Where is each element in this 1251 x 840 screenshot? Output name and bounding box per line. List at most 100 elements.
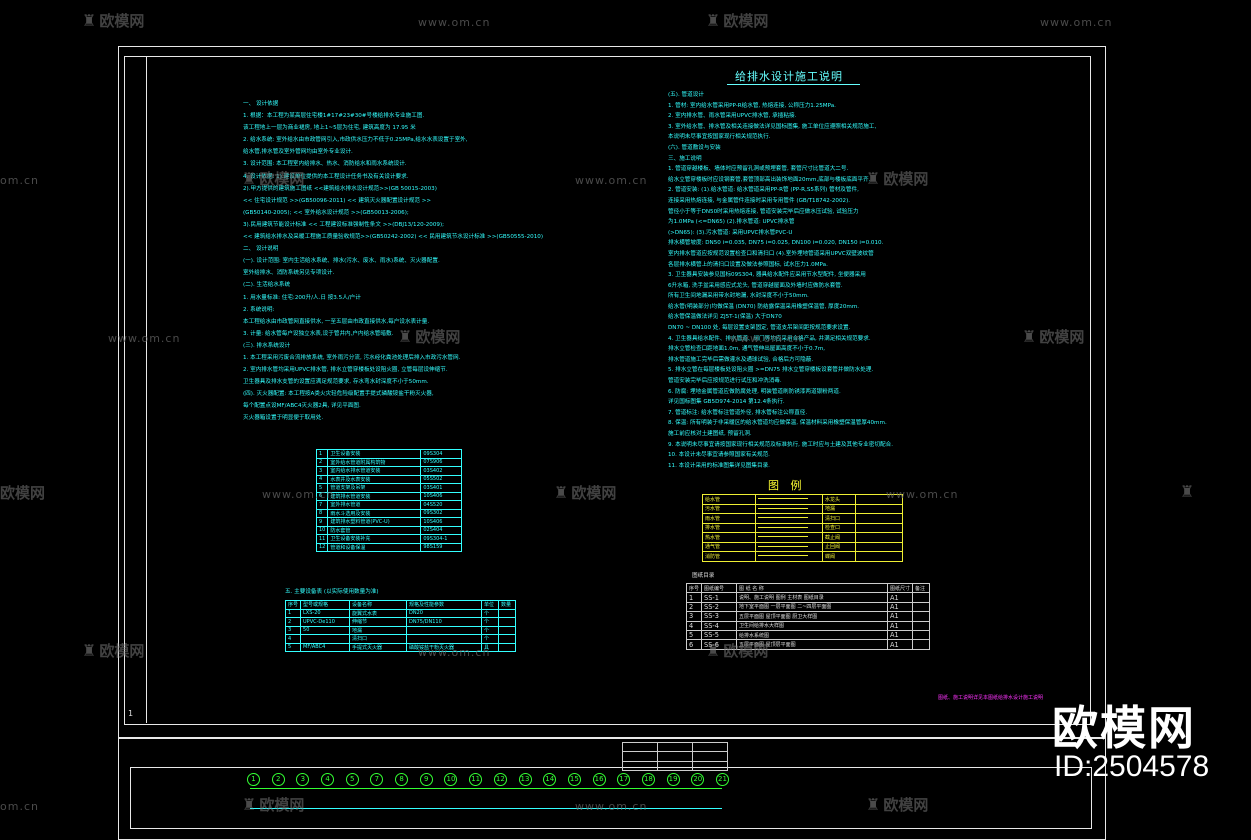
note-line: 4. 设计依据: 1).建设单位提供的本工程设计任务书及有关设计要求. xyxy=(243,173,409,180)
note-line: << 建筑给水排水及采暖工程施工质量验收规范>>(GB50242-2002) <… xyxy=(243,234,543,241)
note-line: 3. 室外给水管、排水管及相关连接做法详见国标图集, 施工单位应遵照相关规范施工… xyxy=(668,123,877,130)
table-cell: 10S406 xyxy=(420,491,463,501)
table-cell: 旋翼式水表 xyxy=(349,608,408,618)
note-line: 本说明未尽事宜按国家现行相关规范执行. xyxy=(668,134,771,141)
watermark-3: ♜欧模网 xyxy=(242,168,304,189)
pink-note: 图纸、施工说明详见本图纸给排水设计施工说明 xyxy=(938,695,1044,701)
watermark-brand: 欧模网 xyxy=(99,12,145,30)
axis-bubble: 3 xyxy=(296,773,310,786)
note-line: << 住宅设计规范 >>(GB50096-2011) << 建筑灭火器配置设计规… xyxy=(243,197,432,204)
note-line: 卫生器具及排水支管的设置应满足规范要求, 存水弯水封深度不小于50mm. xyxy=(243,379,429,386)
watermark-brand: 欧模网 xyxy=(415,328,461,346)
watermark-site-6: www.om.cn xyxy=(730,332,803,345)
table-cell: 截止阀 xyxy=(822,532,856,543)
table-cell: SS-3 xyxy=(701,611,738,622)
table-cell: A1 xyxy=(887,639,914,650)
binding-margin-line xyxy=(146,56,147,723)
table-cell: 建筑排水管道安装 xyxy=(327,491,422,501)
table-cell: 给水管 xyxy=(702,494,756,505)
legend-line-symbol-icon xyxy=(758,498,808,500)
note-line: 8. 保温: 所有明装于非采暖区的给水管道均应做保温, 保温材料采用橡塑保温管厚… xyxy=(668,420,887,427)
table-cell: 蝶阀 xyxy=(822,551,856,562)
watermark-brand: 欧模网 xyxy=(723,642,769,660)
table-cell: 12 xyxy=(315,542,329,552)
table-cell: 室外排水管道 xyxy=(327,500,422,510)
watermark-site-7: www.om.cn xyxy=(262,488,335,501)
table-cell xyxy=(755,513,823,524)
table-cell: 2 xyxy=(315,457,329,467)
table-cell: 检查口 xyxy=(822,522,856,533)
table-cell: 50 xyxy=(300,625,351,635)
table-cell xyxy=(406,634,483,644)
table-header-cell: 图纸尺寸 xyxy=(887,582,914,594)
table-cell xyxy=(300,634,351,644)
legend-line-symbol-icon xyxy=(758,536,808,538)
note-line: 4. 卫生器具给水配件、排水管道、阀门等均应采用合格产品, 并满足相关规范要求. xyxy=(668,335,871,342)
note-line: 给水管保温做法详见 ZJ5T-1(保温) 大于DN70 xyxy=(668,314,782,321)
note-line: (五). 管道设计 xyxy=(668,92,704,98)
note-line: 6. 防腐: 埋地金属管道应做防腐处理, 明装管道刷防锈漆两道银粉两道. xyxy=(668,388,841,395)
axis-bubble: 5 xyxy=(345,773,359,786)
watermark-12: ♜欧模网 xyxy=(242,794,304,815)
table-cell: DN20 xyxy=(406,608,483,618)
note-line: 排水横管坡度: DN50 i=0.035, DN75 i=0.025, DN10… xyxy=(668,240,884,247)
table-cell: 水表井及水表安装 xyxy=(327,474,422,484)
axis-bubble: 21 xyxy=(716,773,729,786)
table-cell: 地漏 xyxy=(349,625,408,635)
watermark-site-5: www.om.cn xyxy=(108,332,181,345)
sheet-number: 1 xyxy=(128,709,134,718)
axis-bubble: 2 xyxy=(271,773,285,786)
note-line: 为1.0MPa (<=DN65) (2).排水管道: UPVC排水管 xyxy=(668,219,795,226)
table-cell xyxy=(498,608,517,618)
note-line: 11. 本设计采用的标准图集详见图集目录. xyxy=(668,462,770,469)
table-cell: 手提式灭火器 xyxy=(349,642,408,652)
table-cell: 3 xyxy=(284,625,302,635)
table-header-cell: 数量 xyxy=(498,600,517,610)
table-header-cell: 备注 xyxy=(912,582,931,594)
note-line: 2. 系统说明: xyxy=(243,306,275,313)
watermark-brand: 欧模网 xyxy=(1039,328,1085,346)
sofa-logo-icon: ♜ xyxy=(866,795,881,814)
sofa-logo-icon: ♜ xyxy=(1022,327,1037,346)
watermark-4: ♜欧模网 xyxy=(866,168,928,189)
legend-line-symbol-icon xyxy=(758,517,808,519)
sofa-logo-icon: ♜ xyxy=(706,641,721,660)
note-line: 3. 计量: 给水管每户设独立水表,设于管井内,户内给水管暗敷. xyxy=(243,330,394,337)
watermark-brand: 欧模网 xyxy=(259,796,305,814)
note-line: 施工前应核对土建图纸, 预留孔洞. xyxy=(668,431,752,437)
table-cell xyxy=(912,611,931,622)
watermark-site-11: www.om.cn xyxy=(575,800,648,813)
note-line: 1. 用水量标准: 住宅:200升/人.日 按3.5人/户计 xyxy=(243,294,361,301)
watermark-5: ♜欧模网 xyxy=(398,326,460,347)
table-row: 热水管 截止阀 xyxy=(702,532,903,543)
table-cell: 个 xyxy=(481,608,500,618)
note-line: 室内排水管道应按规范设置检查口和清扫口 (4).室外埋地管道采用UPVC双壁波纹… xyxy=(668,250,874,257)
table-cell: 管道和设备保温 xyxy=(327,542,422,552)
axis-bubble: 1 xyxy=(247,773,260,786)
axis-bubble: 14 xyxy=(543,773,557,786)
note-line: 管道安装完毕后应按规范进行试压和冲洗消毒. xyxy=(668,378,782,385)
note-line: 一、 设计依据 xyxy=(243,101,279,107)
watermark-10: ♜欧模网 xyxy=(82,640,144,661)
note-line: 1. 本工程采用污废合流排放系统, 室外雨污分流, 污水经化粪池处理后排入市政污… xyxy=(243,354,461,361)
table-cell: 5 xyxy=(284,642,302,652)
note-line: 室外给排水、消防系统另见专项设计. xyxy=(243,270,335,277)
table-cell: 8 xyxy=(315,508,329,518)
table-cell xyxy=(912,629,931,641)
watermark-11: ♜欧模网 xyxy=(706,640,768,661)
dimension-line xyxy=(250,788,722,789)
table-cell: 1 xyxy=(315,449,329,459)
table-cell xyxy=(498,617,517,627)
table-cell: 热水管 xyxy=(702,532,756,543)
table-cell: 2 xyxy=(284,617,302,627)
second-sheet-titleblock xyxy=(622,741,728,772)
watermark-brand: 欧模网 xyxy=(99,642,145,660)
table-cell: LXS-20 xyxy=(300,608,351,618)
